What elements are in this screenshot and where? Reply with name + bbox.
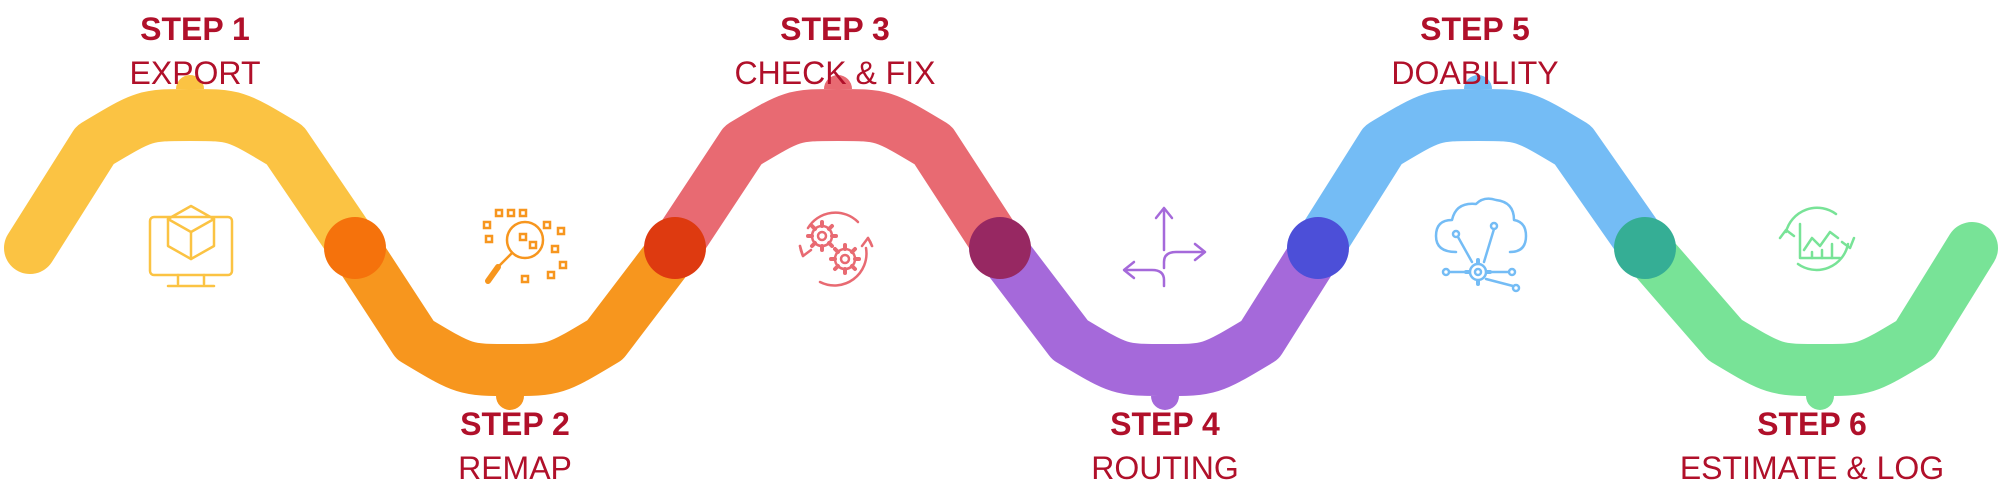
joint-circle-1: [324, 217, 386, 279]
joint-circles: [324, 217, 1676, 279]
anchor-dot-6: [1806, 396, 1834, 410]
anchor-dot-2: [496, 396, 524, 410]
anchor-dot-1: [176, 75, 204, 89]
wave-segment-3: [653, 89, 1022, 263]
step-2-label: STEP 2 REMAP: [355, 408, 675, 484]
cloud-network-icon: [1434, 197, 1528, 293]
step-3-label: STEP 3 CHECK & FIX: [675, 13, 995, 89]
anchor-dots: [176, 75, 1834, 410]
monitor-cube-icon: [148, 204, 234, 288]
gears-refresh-icon: [798, 211, 874, 287]
anchor-dot-4: [1151, 396, 1179, 410]
step-1-name: EXPORT: [129, 55, 261, 91]
magnifier-scatter-icon: [482, 208, 568, 284]
step-3-name: CHECK & FIX: [734, 55, 936, 91]
anchor-dot-3: [824, 75, 852, 89]
step-4-number: STEP 4: [1110, 406, 1220, 442]
step-6-number: STEP 6: [1757, 406, 1867, 442]
joint-circle-5: [1614, 217, 1676, 279]
wave-segment-6: [1619, 222, 1998, 396]
step-5-number: STEP 5: [1420, 11, 1530, 47]
joint-circle-2: [644, 217, 706, 279]
joint-circle-3: [969, 217, 1031, 279]
step-1-label: STEP 1 EXPORT: [35, 13, 355, 89]
wave-segment-5: [1296, 89, 1667, 263]
anchor-dot-5: [1464, 75, 1492, 89]
chart-refresh-icon: [1778, 206, 1856, 272]
wave-path: [4, 89, 1998, 396]
step-1-number: STEP 1: [140, 11, 250, 47]
step-5-label: STEP 5 DOABILITY: [1315, 13, 1635, 89]
route-arrows-icon: [1122, 206, 1207, 288]
step-6-label: STEP 6 ESTIMATE & LOG: [1652, 408, 1972, 484]
step-2-number: STEP 2: [460, 406, 570, 442]
step-2-name: REMAP: [458, 450, 572, 486]
step-3-number: STEP 3: [780, 11, 890, 47]
step-5-name: DOABILITY: [1391, 55, 1559, 91]
wave-segment-1: [4, 89, 381, 274]
wave-segment-2: [333, 232, 696, 396]
wave-segment-4: [979, 232, 1340, 396]
step-6-name: ESTIMATE & LOG: [1679, 450, 1945, 486]
joint-circle-4: [1287, 217, 1349, 279]
step-4-label: STEP 4 ROUTING: [1005, 408, 1325, 484]
step-4-name: ROUTING: [1091, 450, 1239, 486]
